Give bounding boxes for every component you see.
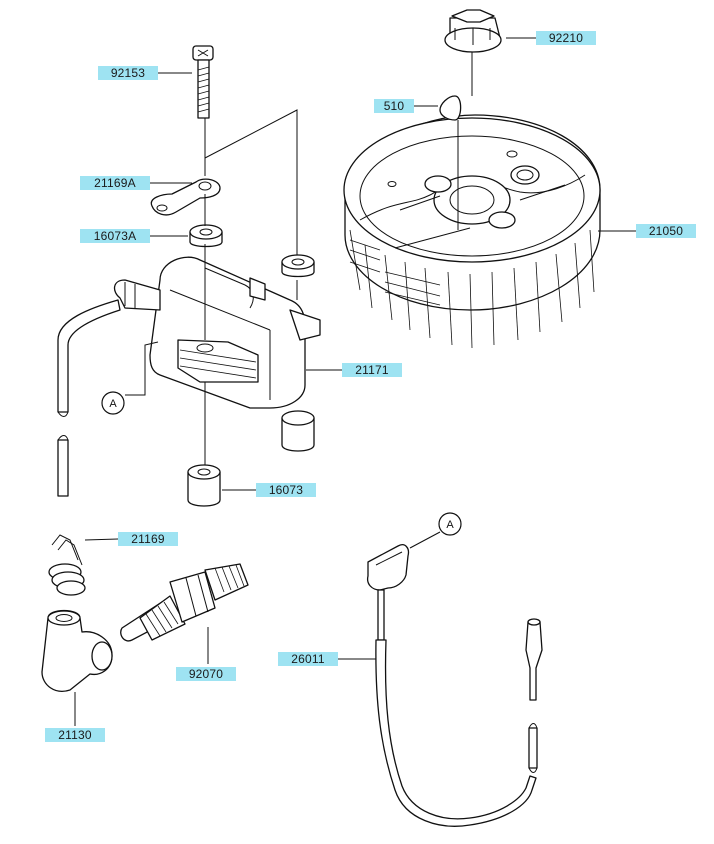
label-92210: 92210 xyxy=(536,31,596,45)
nut-92210 xyxy=(444,9,502,53)
label-21050: 21050 xyxy=(636,224,696,238)
spring-21169 xyxy=(48,534,86,596)
label-510: 510 xyxy=(374,99,414,113)
stop-lead-26011 xyxy=(366,544,543,827)
label-21169A: 21169A xyxy=(80,176,150,190)
spacer-16073A xyxy=(189,224,223,248)
key-510 xyxy=(439,95,462,121)
plug-cap-21130 xyxy=(41,609,113,692)
label-21169: 21169 xyxy=(118,532,178,546)
flywheel-21050 xyxy=(343,114,601,349)
label-26011: 26011 xyxy=(278,652,338,666)
ignition-coil-21171 xyxy=(57,256,321,497)
leader-lines xyxy=(74,37,636,726)
callout-a-upper: A xyxy=(101,391,125,415)
label-21171: 21171 xyxy=(342,363,402,377)
label-21130: 21130 xyxy=(45,728,105,742)
bolt-92153 xyxy=(192,45,214,119)
callout-a-lower: A xyxy=(438,512,462,536)
callout-a-lower-text: A xyxy=(446,519,454,531)
spacer-16073 xyxy=(187,410,315,507)
spark-plug-92070 xyxy=(120,563,249,642)
label-92070: 92070 xyxy=(176,667,236,681)
spacer-right xyxy=(281,254,315,278)
label-92153: 92153 xyxy=(98,66,158,80)
plate-21169A xyxy=(150,178,221,216)
callout-a-upper-text: A xyxy=(109,398,117,410)
label-16073A: 16073A xyxy=(80,229,150,243)
label-16073: 16073 xyxy=(256,483,316,497)
